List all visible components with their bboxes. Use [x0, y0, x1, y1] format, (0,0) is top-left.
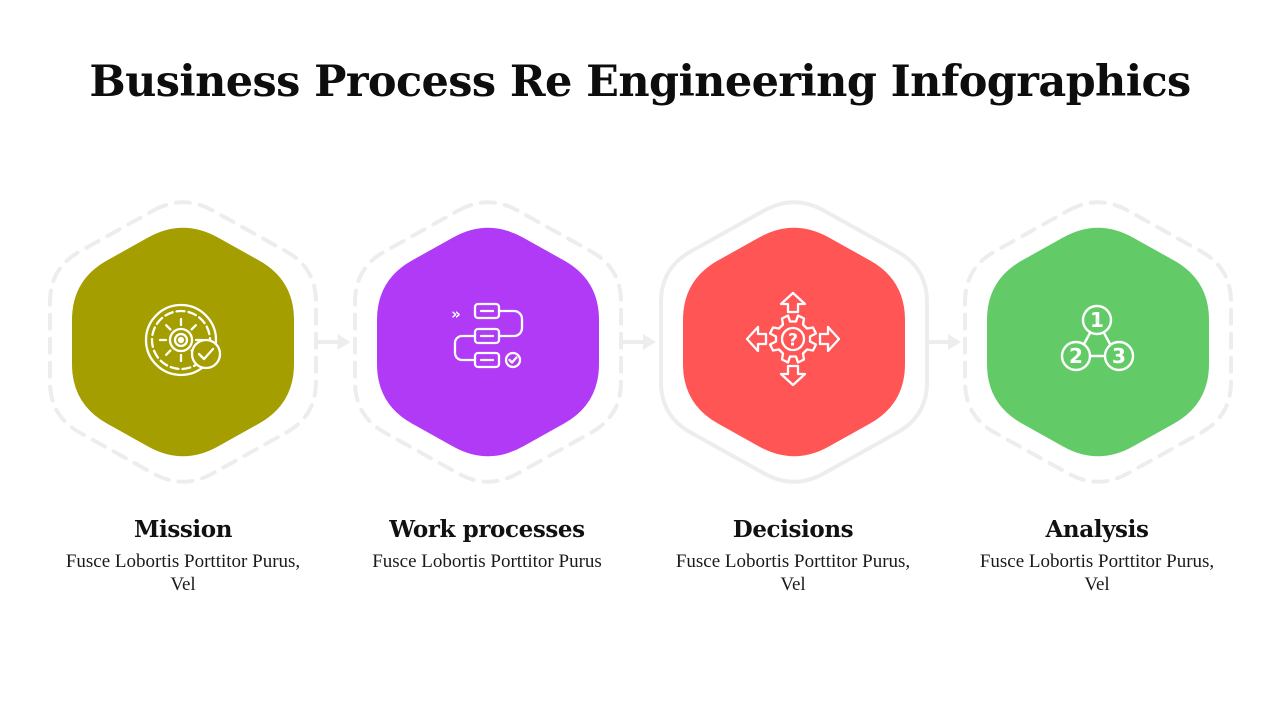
step-work-processes: » [377, 227, 599, 457]
connector-arrow [928, 334, 961, 350]
step-title: Analysis [1045, 516, 1149, 543]
hexagon-decisions [683, 227, 905, 457]
page-title: Business Process Re Engineering Infograp… [89, 57, 1191, 107]
step-mission [72, 227, 294, 457]
step-description: Fusce Lobortis Porttitor Purus [372, 551, 602, 572]
step-description: Fusce Lobortis Porttitor Purus, Vel [65, 551, 301, 595]
step-analysis: 1 2 3 [987, 227, 1209, 457]
step-description: Fusce Lobortis Porttitor Purus, Vel [979, 551, 1215, 595]
gear-target-check-icon [144, 303, 222, 377]
hexagon-analysis [987, 227, 1209, 457]
hexagon-frame [963, 200, 1233, 484]
step-decisions: ? [683, 227, 905, 457]
hexagon-frame [48, 200, 318, 484]
step-description: Fusce Lobortis Porttitor Purus, Vel [675, 551, 911, 595]
hexagon-frame [353, 200, 623, 484]
step-label-mission: Mission Fusce Lobortis Porttitor Purus, … [53, 515, 313, 596]
step-title: Mission [133, 516, 233, 543]
svg-text:2: 2 [1069, 344, 1083, 368]
hexagon-frames [48, 200, 1233, 484]
question-gear-arrows-icon: ? [745, 291, 841, 387]
step-title: Decisions [732, 516, 854, 543]
step-label-analysis: Analysis Fusce Lobortis Porttitor Purus,… [967, 515, 1227, 596]
step-label-work-processes: Work processes Fusce Lobortis Porttitor … [357, 515, 617, 573]
connector-arrow [317, 334, 351, 350]
hexagon-frame [659, 200, 929, 484]
numbered-circles-icon: 1 2 3 [1060, 304, 1135, 372]
step-label-decisions: Decisions Fusce Lobortis Porttitor Purus… [663, 515, 923, 596]
svg-text:»: » [451, 305, 461, 323]
step-title: Work processes [389, 516, 585, 543]
step-connectors [317, 334, 961, 350]
svg-text:?: ? [788, 331, 798, 351]
connector-arrow [623, 334, 656, 350]
flowchart-check-icon: » [451, 302, 524, 369]
svg-text:3: 3 [1112, 344, 1126, 368]
svg-text:1: 1 [1090, 308, 1104, 332]
